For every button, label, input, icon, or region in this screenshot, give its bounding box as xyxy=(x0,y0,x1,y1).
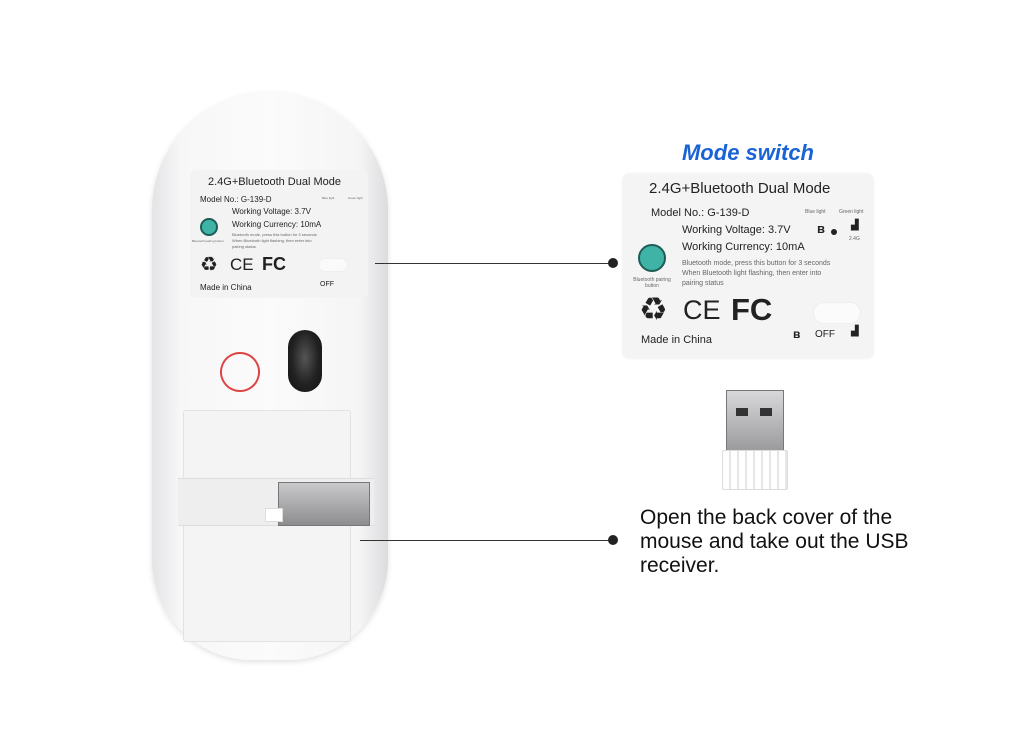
label-off: OFF xyxy=(320,281,334,288)
blue-light-label: Blue light xyxy=(322,196,335,200)
ce-mark: CE xyxy=(230,255,254,274)
fcc-mark: FC xyxy=(731,292,773,327)
callout-line-switch xyxy=(375,263,613,264)
label-voltage: Working Voltage: 3.7V xyxy=(682,224,791,236)
label-instructions-2: When Bluetooth light flashing, then ente… xyxy=(232,238,312,243)
usb-receiver-in-slot xyxy=(278,482,370,526)
mode-switch-title: Mode switch xyxy=(681,140,814,165)
label-instructions-3: pairing status xyxy=(232,244,256,249)
bluetooth-pairing-button[interactable] xyxy=(200,218,218,236)
callout-line-receiver xyxy=(360,540,613,541)
bluetooth-icon: ʙ xyxy=(793,327,801,341)
receiver-caption: Open the back cover of the mouse and tak… xyxy=(640,506,909,577)
usb-24g-icon: ▟ xyxy=(851,220,859,231)
label-instructions-1: Bluetooth mode, press this button for 3 … xyxy=(232,232,317,237)
label-title: 2.4G+Bluetooth Dual Mode xyxy=(649,180,831,197)
label-instructions-1: Bluetooth mode, press this button for 3 … xyxy=(682,260,831,267)
callout-dot-switch xyxy=(608,258,618,268)
label-model: Model No.: G-139-D xyxy=(651,207,750,219)
bluetooth-pairing-button[interactable] xyxy=(638,244,666,272)
mode-switch[interactable] xyxy=(813,302,861,324)
blue-light-label: Blue light xyxy=(805,209,826,215)
receiver-tab xyxy=(265,508,283,522)
ce-mark: CE xyxy=(683,295,721,325)
mouse-label: 2.4G+Bluetooth Dual Mode Model No.: G-13… xyxy=(190,170,368,298)
label-voltage: Working Voltage: 3.7V xyxy=(232,207,312,216)
label-made-in: Made in China xyxy=(200,283,252,292)
usb-24g-icon: ▟ xyxy=(851,326,859,337)
pairing-button-label: Bluetooth pairing button xyxy=(633,277,671,289)
mode-24g-label: 2.4G xyxy=(849,236,860,242)
led-indicator xyxy=(831,229,837,235)
bluetooth-icon: ʙ xyxy=(817,221,825,236)
back-cover xyxy=(183,410,351,642)
mode-switch[interactable] xyxy=(318,258,348,272)
label-currency: Working Currency: 10mA xyxy=(682,241,805,253)
label-title: 2.4G+Bluetooth Dual Mode xyxy=(208,176,342,188)
label-made-in: Made in China xyxy=(641,334,712,346)
label-instructions-2: When Bluetooth light flashing, then ente… xyxy=(682,270,822,277)
recycle-icon: ♻ xyxy=(639,291,668,327)
label-off: OFF xyxy=(815,329,835,340)
recycle-icon: ♻ xyxy=(200,254,218,276)
optical-sensor xyxy=(288,330,322,392)
fcc-mark: FC xyxy=(262,254,286,274)
usb-receiver-image xyxy=(722,390,788,490)
pairing-button-label: Bluetooth pairing button xyxy=(192,239,224,243)
label-model: Model No.: G-139-D xyxy=(200,195,272,204)
label-instructions-3: pairing status xyxy=(682,280,724,287)
green-light-label: Green light xyxy=(348,196,363,200)
enlarged-label: 2.4G+Bluetooth Dual Mode Model No.: G-13… xyxy=(623,174,873,358)
green-light-label: Green light xyxy=(839,209,864,215)
callout-dot-receiver xyxy=(608,535,618,545)
label-currency: Working Currency: 10mA xyxy=(232,220,322,229)
